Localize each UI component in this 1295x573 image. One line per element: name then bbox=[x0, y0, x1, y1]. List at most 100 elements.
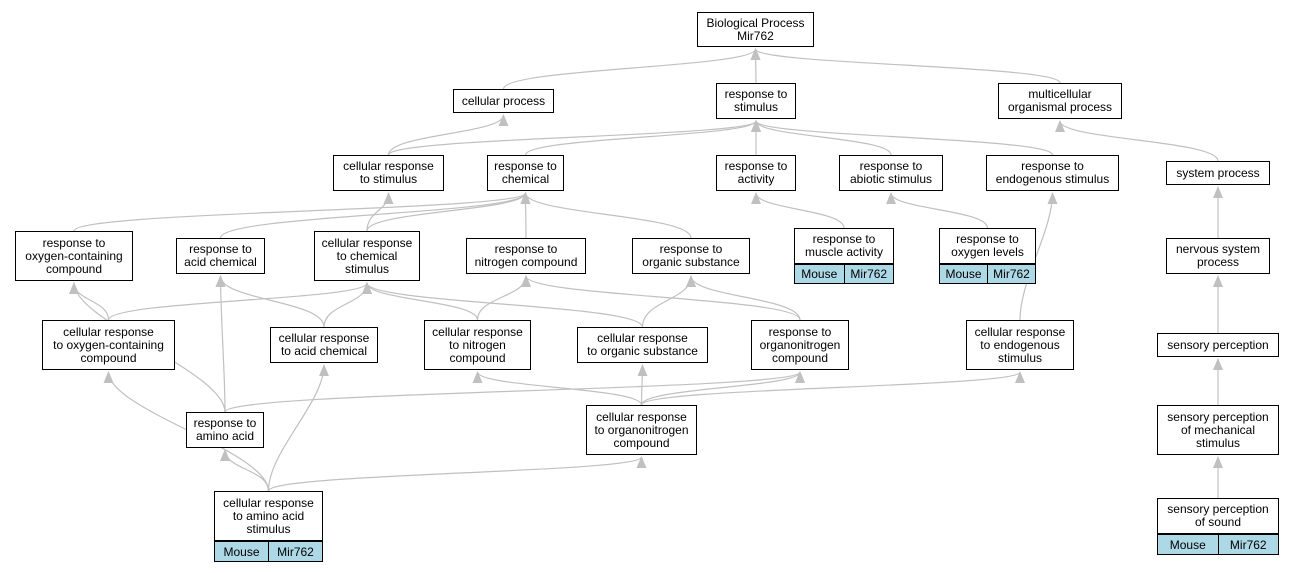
node-label: multicellular organismal process bbox=[1007, 87, 1113, 114]
edge-crnc-to-crcs bbox=[362, 282, 479, 321]
node-label: cellular response to amino acid stimulus bbox=[223, 495, 314, 536]
node-raa[interactable]: response to amino acid bbox=[186, 412, 264, 448]
node-cronc[interactable]: cellular response to organonitrogen comp… bbox=[586, 405, 697, 455]
annotation-rma: Mouse Mir762 bbox=[794, 264, 894, 284]
annotation-organism: Mouse bbox=[223, 544, 260, 559]
node-label: cellular response to acid chemical bbox=[278, 331, 370, 358]
edge-raa-to-rac bbox=[215, 275, 226, 413]
node-crac[interactable]: cellular response to acid chemical bbox=[270, 327, 378, 363]
edge-res-to-rs bbox=[751, 120, 1054, 156]
edge-craa-to-crac bbox=[267, 364, 329, 492]
node-crocc[interactable]: cellular response to oxygen-containing c… bbox=[42, 320, 175, 370]
node-craa[interactable]: cellular response to amino acid stimulus bbox=[214, 491, 323, 541]
node-rac[interactable]: response to acid chemical bbox=[176, 238, 265, 274]
node-ronc[interactable]: response to organonitrogen compound bbox=[751, 320, 849, 370]
annotation-sps: Mouse Mir762 bbox=[1157, 534, 1279, 555]
edge-ronc-to-ros bbox=[686, 275, 801, 321]
node-label: response to endogenous stimulus bbox=[995, 159, 1110, 186]
edge-rnc-to-rc bbox=[520, 192, 531, 239]
node-label: response to muscle activity bbox=[804, 232, 884, 259]
node-label: response to chemical bbox=[494, 159, 557, 186]
node-label: sensory perception of mechanical stimulu… bbox=[1167, 409, 1269, 450]
annotation-gene: Mir762 bbox=[987, 265, 1035, 283]
node-label: cellular response to stimulus bbox=[343, 159, 434, 186]
node-mop[interactable]: multicellular organismal process bbox=[998, 83, 1122, 119]
node-ra[interactable]: response to activity bbox=[716, 155, 796, 191]
node-rnc[interactable]: response to nitrogen compound bbox=[466, 238, 586, 274]
node-label: cellular response to organic substance bbox=[587, 331, 698, 358]
node-ras[interactable]: response to abiotic stimulus bbox=[839, 155, 943, 191]
edge-crnc-to-rnc bbox=[476, 275, 531, 321]
node-ros[interactable]: response to organic substance bbox=[632, 238, 750, 274]
edge-cros-to-crcs bbox=[362, 282, 644, 328]
edge-crs-to-rs bbox=[387, 120, 761, 156]
annotation-gene: Mir762 bbox=[843, 265, 894, 283]
edge-rac-to-rc bbox=[219, 192, 531, 239]
edge-ronc-to-rnc bbox=[521, 275, 801, 321]
edge-rma-to-ra bbox=[751, 192, 845, 229]
edge-crac-to-crcs bbox=[323, 282, 372, 328]
node-label: sensory perception of sound bbox=[1167, 502, 1269, 529]
edge-crocc-to-rocc bbox=[69, 282, 110, 321]
node-cres[interactable]: cellular response to endogenous stimulus bbox=[966, 320, 1074, 370]
node-rc[interactable]: response to chemical bbox=[487, 155, 564, 191]
annotation-craa: Mouse Mir762 bbox=[214, 541, 323, 562]
edge-cronc-to-crnc bbox=[472, 371, 643, 406]
edge-crcs-to-crs bbox=[366, 192, 394, 232]
node-spms[interactable]: sensory perception of mechanical stimulu… bbox=[1157, 405, 1279, 455]
node-label: nervous system process bbox=[1175, 242, 1261, 269]
node-sp[interactable]: system process bbox=[1166, 161, 1270, 185]
node-rocc[interactable]: response to oxygen-containing compound bbox=[15, 231, 133, 281]
node-bp[interactable]: Biological Process Mir762 bbox=[697, 12, 814, 47]
node-rma[interactable]: response to muscle activity bbox=[794, 228, 894, 264]
edge-cres-to-res bbox=[1019, 192, 1058, 321]
edge-cronc-to-cres bbox=[640, 371, 1025, 406]
node-crcs[interactable]: cellular response to chemical stimulus bbox=[314, 231, 420, 281]
edge-sp-to-mop bbox=[1055, 120, 1219, 162]
node-cp[interactable]: cellular process bbox=[453, 89, 554, 113]
node-label: response to organic substance bbox=[642, 242, 740, 269]
node-label: response to oxygen levels bbox=[951, 232, 1024, 259]
edge-cp-to-bp bbox=[502, 48, 761, 90]
annotation-organism: Mouse bbox=[1169, 537, 1206, 552]
node-label: cellular response to nitrogen compound bbox=[432, 324, 523, 365]
node-spe[interactable]: sensory perception bbox=[1157, 333, 1279, 357]
node-label: cellular response to chemical stimulus bbox=[321, 235, 413, 276]
node-label: response to acid chemical bbox=[184, 242, 257, 269]
annotation-organism: Mouse bbox=[801, 267, 838, 281]
node-nsp[interactable]: nervous system process bbox=[1166, 238, 1270, 274]
node-sps[interactable]: sensory perception of sound bbox=[1157, 498, 1279, 534]
edge-cros-to-ros bbox=[641, 275, 696, 328]
node-label: response to amino acid bbox=[193, 416, 257, 443]
node-crs[interactable]: cellular response to stimulus bbox=[333, 155, 444, 191]
edge-cronc-to-cros bbox=[637, 364, 648, 406]
node-label: response to abiotic stimulus bbox=[849, 159, 933, 186]
edge-craa-to-raa bbox=[220, 449, 270, 492]
node-label: cellular process bbox=[461, 93, 546, 108]
edge-rc-to-rs bbox=[524, 120, 761, 156]
edge-rocc-to-rc bbox=[73, 192, 531, 232]
edge-crcs-to-rc bbox=[366, 192, 531, 232]
annotation-rol: Mouse Mir762 bbox=[939, 264, 1036, 284]
edge-crocc-to-crcs bbox=[107, 282, 372, 321]
annotation-gene: Mir762 bbox=[1217, 535, 1279, 554]
node-label: system process bbox=[1176, 165, 1260, 180]
edge-mop-to-bp bbox=[750, 48, 1061, 84]
edge-ros-to-rc bbox=[520, 192, 692, 239]
edge-cronc-to-ronc bbox=[640, 371, 805, 406]
annotation-organism: Mouse bbox=[945, 267, 982, 281]
node-cros[interactable]: cellular response to organic substance bbox=[577, 327, 708, 363]
node-res[interactable]: response to endogenous stimulus bbox=[986, 155, 1119, 191]
node-crnc[interactable]: cellular response to nitrogen compound bbox=[424, 320, 531, 370]
node-label: response to organonitrogen compound bbox=[759, 324, 841, 365]
node-label: response to activity bbox=[724, 159, 788, 186]
edge-rs-to-bp bbox=[750, 48, 761, 84]
annotation-gene: Mir762 bbox=[268, 542, 322, 561]
node-rs[interactable]: response to stimulus bbox=[716, 83, 796, 119]
edge-craa-to-cronc bbox=[267, 456, 647, 492]
node-rol[interactable]: response to oxygen levels bbox=[939, 228, 1036, 264]
node-label: Biological Process Mir762 bbox=[706, 15, 805, 43]
node-label: response to stimulus bbox=[724, 87, 788, 114]
